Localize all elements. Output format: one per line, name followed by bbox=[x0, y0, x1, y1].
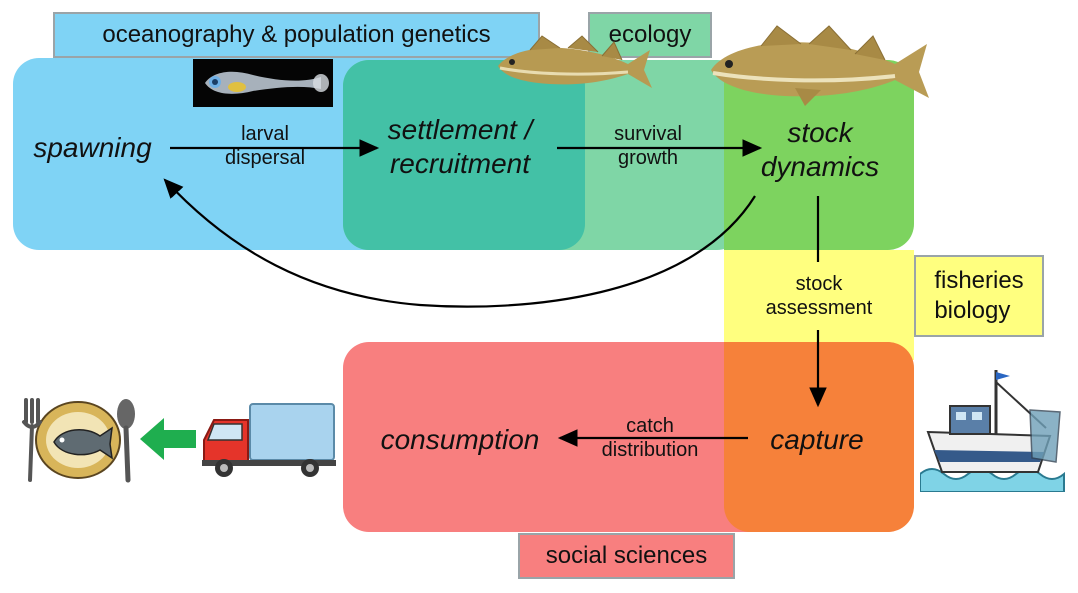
consumption-label: consumption bbox=[380, 424, 540, 455]
social-sciences-tag: social sciences bbox=[518, 533, 735, 579]
larva-photo-icon bbox=[193, 59, 333, 107]
cod-fish-icon bbox=[498, 35, 652, 88]
settlement-recruitment-label: settlement / recruitment bbox=[387, 114, 533, 179]
spawning-label: spawning bbox=[33, 132, 152, 163]
fishing-trawler-icon bbox=[920, 370, 1065, 492]
catch-distribution-label: catch distribution bbox=[601, 415, 699, 461]
ecology-tag: ecology bbox=[588, 12, 712, 58]
cod-fish-icon bbox=[711, 25, 929, 106]
stock-assessment-label: stock assessment bbox=[765, 273, 873, 319]
delivery-truck-icon bbox=[202, 403, 336, 477]
green-arrow-icon bbox=[140, 418, 196, 460]
fish-dinner-plate-icon bbox=[22, 398, 135, 483]
survival-growth-label: survival growth bbox=[614, 123, 682, 169]
larval-dispersal-label: larval dispersal bbox=[224, 123, 306, 169]
oceanography-tag: oceanography & population genetics bbox=[53, 12, 540, 58]
fisheries-biology-tag: fisheries biology bbox=[914, 255, 1044, 337]
recruitment-region bbox=[343, 60, 585, 250]
stock-dynamics-label: stock dynamics bbox=[760, 117, 880, 182]
capture-label: capture bbox=[770, 424, 864, 455]
reproduction-cycle-arrow bbox=[163, 178, 756, 308]
